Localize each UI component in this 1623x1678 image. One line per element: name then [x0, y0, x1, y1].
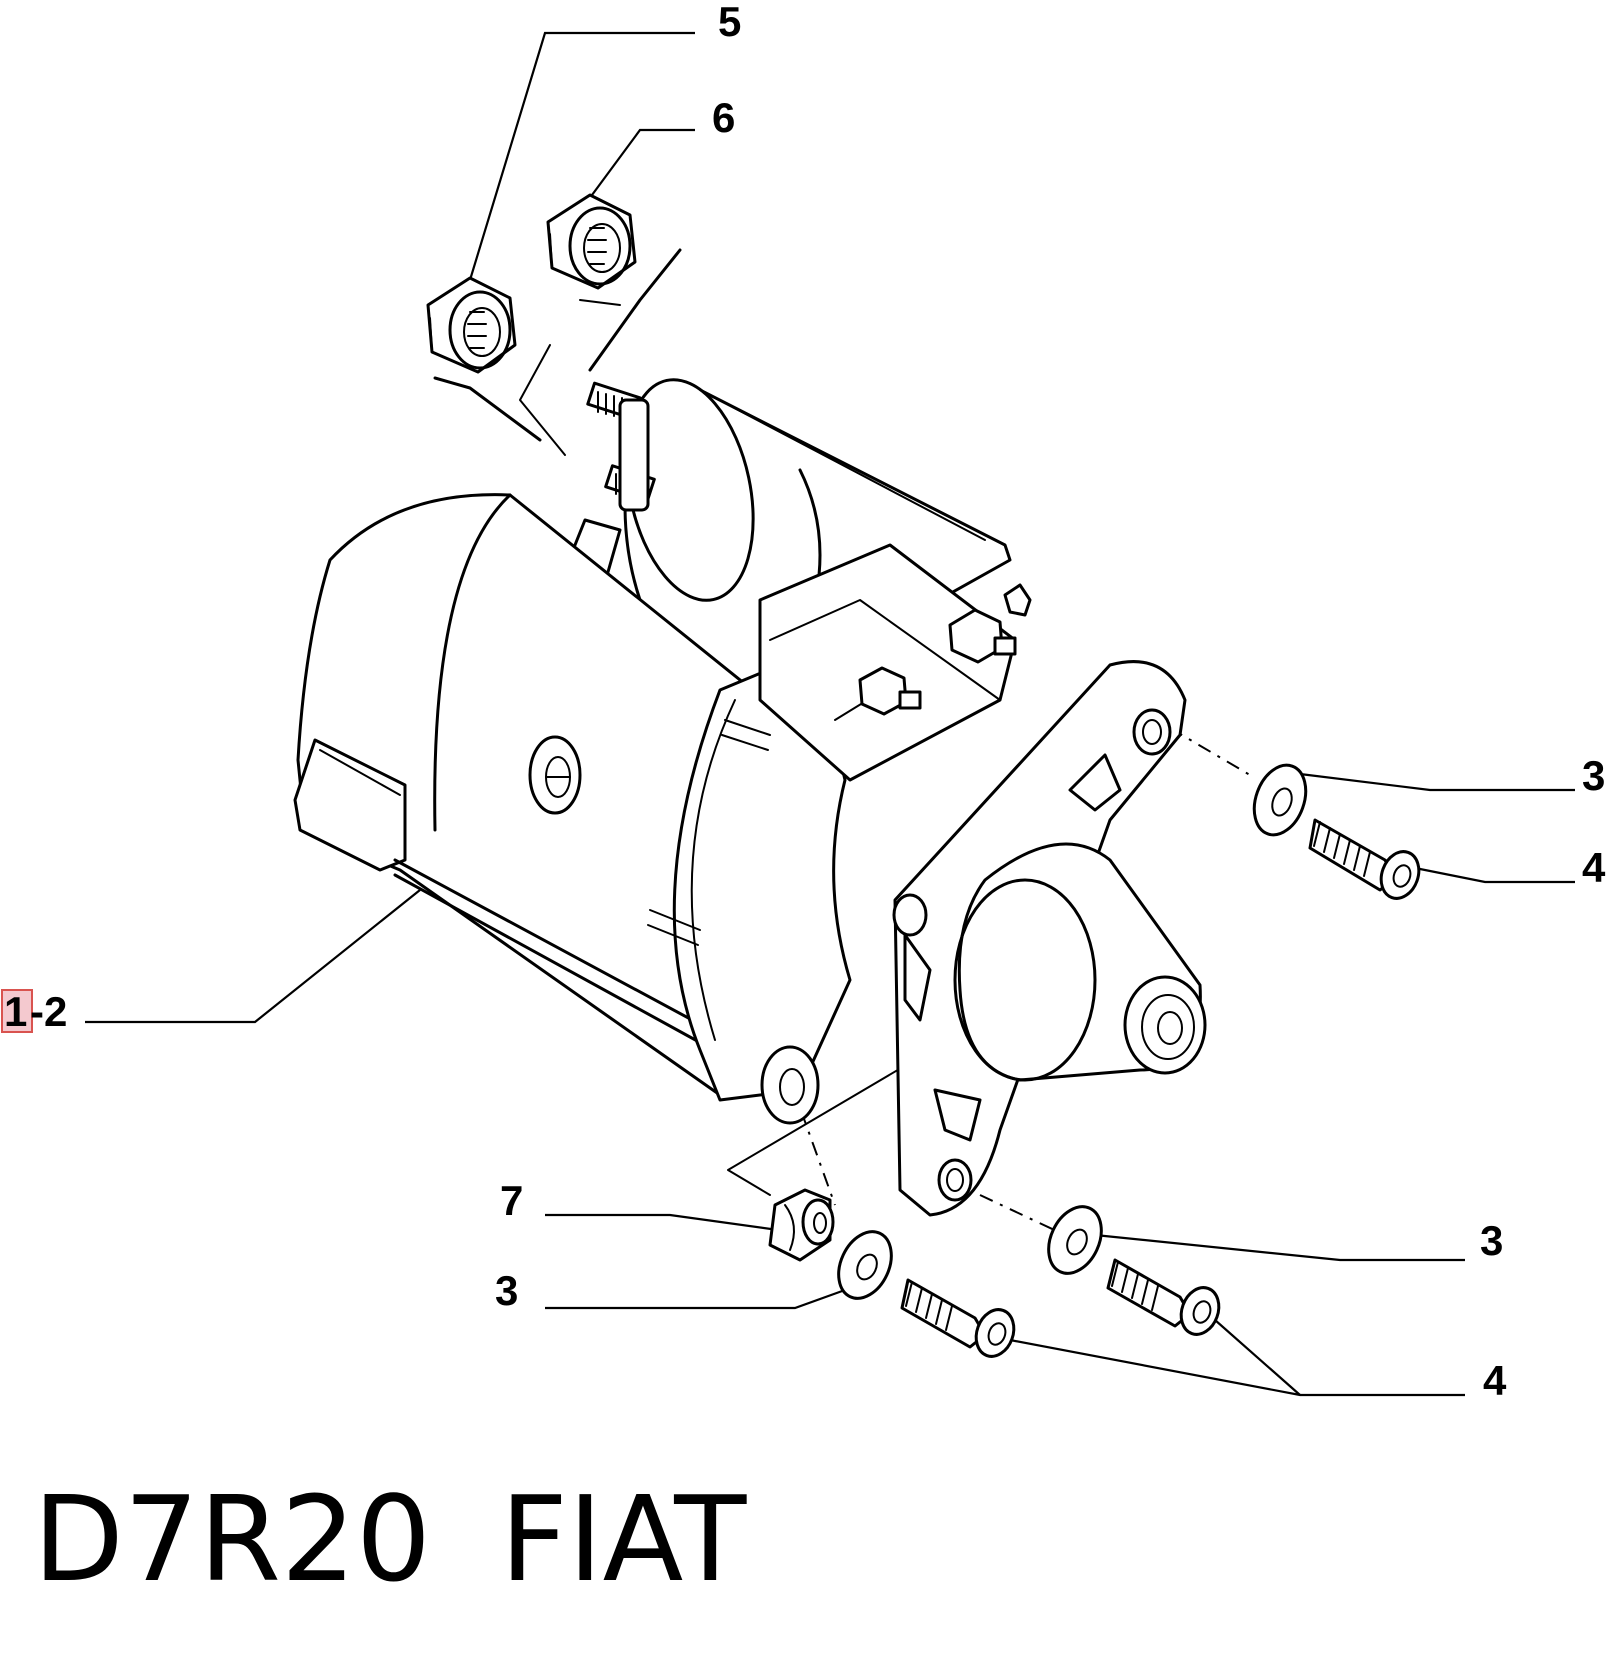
pinion-bushing	[1123, 975, 1207, 1075]
flange-hole-upper	[1132, 708, 1172, 756]
mount-ear-lower	[760, 1045, 820, 1125]
part-code: D7R20	[33, 1470, 431, 1608]
callout-1-highlight[interactable]	[1, 989, 33, 1033]
cable-ends	[433, 248, 682, 456]
solenoid-terminal-studs	[586, 381, 656, 512]
callout-5: 5	[718, 0, 741, 45]
callout-4-lower: 4	[1483, 1357, 1507, 1404]
washer-part-3-upper	[1252, 763, 1308, 837]
flange-hole-left	[892, 893, 928, 937]
leader-6	[591, 128, 695, 196]
bolt-part-4-lower-left	[900, 1278, 1016, 1358]
drive-housing	[672, 663, 852, 1102]
callout-3-lower-left: 3	[495, 1267, 518, 1314]
leader-3-lower-right	[1094, 1233, 1465, 1262]
leader-lines	[85, 31, 1575, 1397]
axis-lower-bolt	[979, 1194, 1066, 1236]
leader-3-lower-left	[545, 1288, 846, 1310]
brand-name: FIAT	[500, 1470, 747, 1608]
leader-7	[545, 1213, 779, 1232]
callout-3-upper: 3	[1582, 752, 1605, 799]
yoke-end-bracket	[293, 738, 407, 872]
bolt-part-4-upper	[1308, 818, 1421, 900]
washer-part-3-lower-right	[1047, 1205, 1103, 1275]
yoke-plug	[528, 735, 582, 815]
callout-6: 6	[712, 94, 735, 141]
washer-part-3-lower-left	[837, 1230, 893, 1300]
bushing-part-7	[768, 1188, 835, 1262]
callout-7: 7	[500, 1177, 523, 1224]
leader-4-lower-b	[1214, 1319, 1301, 1396]
callout-1-2-suffix: -2	[30, 988, 67, 1035]
axis-upper-bolt	[1169, 727, 1251, 776]
leader-3-upper	[1299, 772, 1575, 792]
starter-motor-assembly	[293, 378, 1207, 1217]
leader-4-lower-a	[1009, 1338, 1465, 1397]
callout-labels: 5 6 3 4 1 -2 7 3 3 4	[1, 0, 1606, 1404]
callout-3-lower-right: 3	[1480, 1217, 1503, 1264]
leader-4-upper	[1404, 864, 1575, 884]
nut-part-5	[426, 276, 517, 374]
flange-hole-lower	[937, 1158, 973, 1202]
nut-part-6	[546, 193, 637, 290]
leader-5	[468, 31, 695, 281]
bolt-part-4-lower-right	[1106, 1258, 1221, 1336]
gear-case-nuts	[858, 583, 1032, 716]
callout-1[interactable]: 1	[4, 988, 27, 1035]
leader-1-2	[85, 889, 421, 1024]
diagram-caption: D7R20 FIAT	[33, 1470, 747, 1608]
callout-4-upper: 4	[1582, 844, 1606, 891]
